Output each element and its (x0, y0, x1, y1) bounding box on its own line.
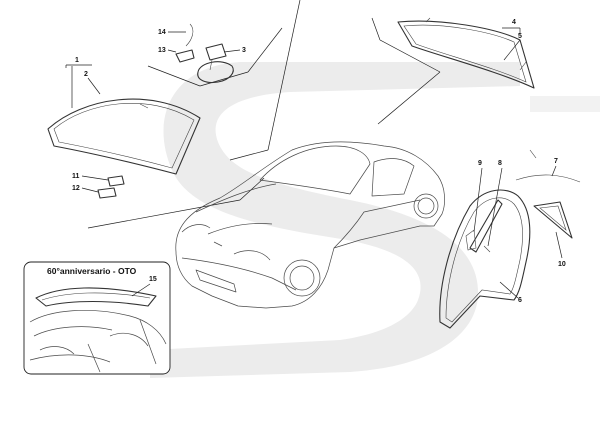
callout-5: 5 (503, 33, 522, 61)
callout-label-2: 2 (84, 71, 88, 78)
callout-1: 1 (65, 57, 92, 108)
callout-14: 14 (158, 29, 186, 36)
callout-label-6: 6 (518, 297, 522, 304)
callout-4: 4 (502, 19, 521, 34)
callout-11: 11 (72, 173, 109, 181)
callout-label-14: 14 (158, 29, 166, 36)
watermark-logo (150, 62, 600, 378)
callout-7: 7 (551, 158, 558, 177)
callout-label-4: 4 (512, 19, 516, 26)
part-clips (97, 175, 125, 199)
callout-label-1: 1 (75, 57, 79, 64)
callout-9: 9 (473, 160, 483, 233)
part-rear-mirror (175, 23, 234, 84)
car-illustration (175, 141, 445, 309)
part-door-trim (465, 149, 581, 253)
callout-label-3: 3 (242, 47, 246, 54)
callout-8: 8 (487, 160, 503, 247)
callout-label-5: 5 (518, 33, 522, 40)
callout-label-13: 13 (158, 47, 166, 54)
callout-12: 12 (72, 185, 99, 193)
part-quarter-glass (533, 201, 573, 239)
inset-panel: 60°anniversario - OTO (23, 261, 171, 375)
callout-10: 10 (555, 231, 566, 268)
callout-label-10: 10 (558, 261, 566, 268)
callout-6: 6 (499, 281, 522, 304)
callout-2: 2 (84, 71, 101, 95)
callout-label-9: 9 (478, 160, 482, 167)
callout-label-11: 11 (72, 173, 80, 180)
callout-label-12: 12 (72, 185, 80, 192)
inset-title: 60°anniversario - OTO (47, 266, 137, 276)
part-rear-window (397, 17, 535, 89)
part-door-seal (439, 189, 531, 329)
callout-3: 3 (223, 47, 246, 54)
guide-lines (87, 0, 441, 229)
callout-label-15: 15 (149, 276, 157, 283)
callout-label-8: 8 (498, 160, 502, 167)
part-windscreen (47, 98, 201, 175)
callout-label-7: 7 (554, 158, 558, 165)
callout-13: 13 (158, 47, 177, 54)
callout-15: 15 (131, 276, 157, 297)
